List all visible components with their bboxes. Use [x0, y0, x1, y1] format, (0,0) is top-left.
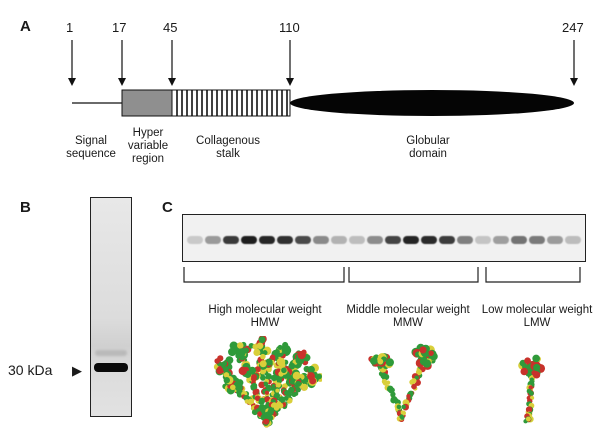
- panel-b-label: B: [20, 199, 31, 216]
- native-gel-strip: [182, 214, 586, 262]
- gel-band: [187, 236, 203, 244]
- gel-band: [241, 236, 257, 244]
- gel-band: [511, 236, 527, 244]
- hmw-abbr: HMW: [250, 317, 280, 329]
- gel-band: [457, 236, 473, 244]
- gel-band: [277, 236, 293, 244]
- gel-band: [439, 236, 455, 244]
- gel-band: [349, 236, 365, 244]
- hypervariable-region-label: Hyper variable region: [127, 127, 169, 165]
- position-label-110: 110: [279, 20, 300, 35]
- gel-band: [493, 236, 509, 244]
- blot-faint-band: [95, 350, 127, 356]
- hypervariable-region-box: [121, 89, 173, 117]
- bracket-lmw: [485, 267, 581, 283]
- gel-band: [547, 236, 563, 244]
- position-label-45: 45: [163, 20, 178, 35]
- globular-domain-label: Globular domain: [406, 135, 450, 160]
- hmw-structure-image: [213, 336, 322, 428]
- gel-band: [205, 236, 221, 244]
- position-label-1: 1: [66, 20, 74, 35]
- signal-sequence-label: Signal sequence: [66, 135, 116, 160]
- collagenous-stalk-stripes: [176, 90, 288, 116]
- globular-domain-ellipse: [290, 90, 574, 116]
- lmw-structure-image: [518, 354, 546, 424]
- mmw-abbr: MMW: [392, 317, 423, 329]
- gel-band: [259, 236, 275, 244]
- gel-band-row: [183, 215, 585, 261]
- gel-band: [385, 236, 401, 244]
- domain-diagram: [68, 40, 578, 117]
- marker-arrow-icon: ▶: [72, 363, 82, 378]
- marker-label-30kda: 30 kDa: [8, 362, 53, 378]
- gel-band: [295, 236, 311, 244]
- gel-band: [421, 236, 437, 244]
- gel-band: [367, 236, 383, 244]
- bracket-hmw: [183, 267, 345, 283]
- mmw-title: Middle molecular weight: [346, 304, 470, 316]
- group-brackets: [183, 267, 581, 283]
- gel-band: [565, 236, 581, 244]
- panel-a-label: A: [20, 18, 31, 35]
- panel-c-label: C: [162, 199, 173, 216]
- hmw-title: High molecular weight: [208, 304, 322, 316]
- gel-band: [223, 236, 239, 244]
- collagenous-stalk-label: Collagenous stalk: [196, 135, 260, 160]
- lmw-abbr: LMW: [523, 317, 551, 329]
- lmw-title: Low molecular weight: [481, 304, 593, 316]
- gel-band: [529, 236, 545, 244]
- gel-band: [403, 236, 419, 244]
- mmw-structure-image: [368, 343, 438, 423]
- gel-band: [331, 236, 347, 244]
- bracket-mmw: [348, 267, 479, 283]
- blot-main-band: [94, 363, 128, 372]
- gel-band: [313, 236, 329, 244]
- position-label-17: 17: [112, 20, 127, 35]
- position-label-247: 247: [562, 20, 584, 35]
- western-blot-lane: [90, 197, 132, 417]
- gel-band: [475, 236, 491, 244]
